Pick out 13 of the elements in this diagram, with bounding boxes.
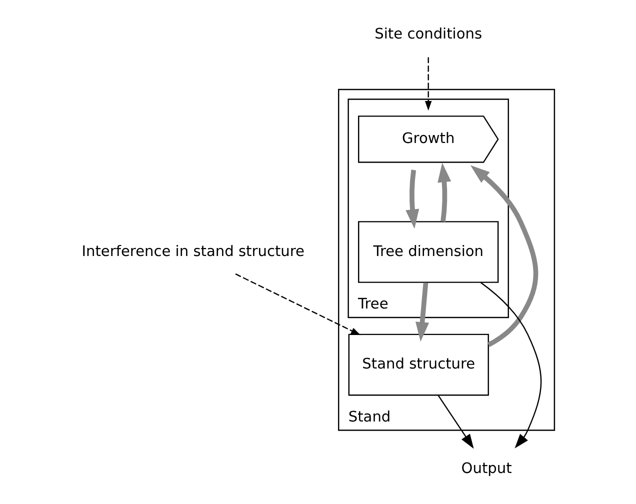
node-box: Tree dimension — [358, 221, 499, 283]
node-text: Interference in stand structure — [82, 242, 305, 260]
arrow — [470, 165, 538, 347]
arrow — [235, 273, 361, 336]
node-text: Output — [461, 460, 512, 477]
arrow — [438, 395, 474, 449]
arrow — [415, 282, 430, 342]
node-text: Site conditions — [374, 26, 482, 43]
arrow — [480, 282, 542, 448]
arrow — [406, 170, 420, 229]
arrow — [438, 162, 452, 222]
arrow — [424, 57, 432, 111]
node-box: Stand structure — [348, 334, 489, 396]
